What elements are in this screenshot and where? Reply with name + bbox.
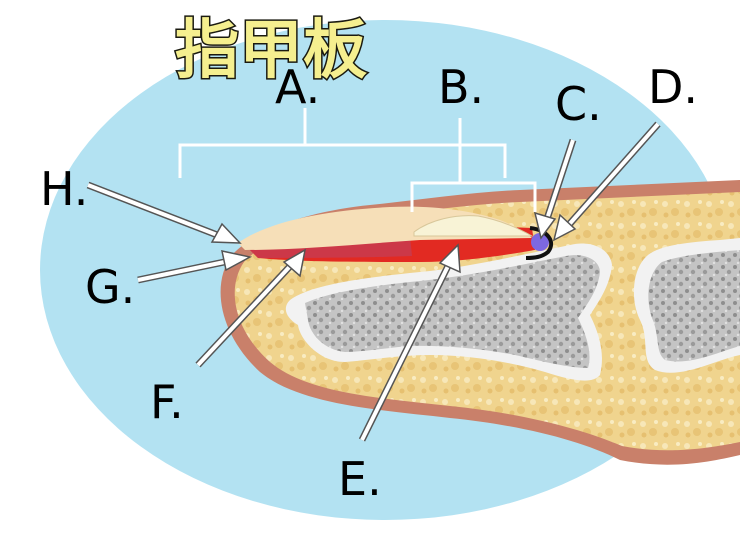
lunula [413,215,534,237]
diagram-title: 指甲板 [175,14,367,88]
bracket-a [178,108,507,178]
label-f: F. [150,375,184,429]
distal-phalanx-bone-core [305,255,600,368]
arrow-f [195,248,307,368]
arrow-g [137,250,253,284]
bracket-b [410,118,537,212]
label-a: A. [275,60,320,114]
label-g: G. [85,260,135,314]
label-e: E. [338,452,382,506]
arrow-d [552,121,661,242]
label-h: H. [40,162,88,216]
middle-phalanx-bone-core [648,250,740,362]
nail-matrix-dot [531,233,549,251]
label-d: D. [648,60,698,114]
label-c: C. [555,77,602,131]
arrow-e [358,243,461,442]
arrow-h [86,181,242,244]
label-b: B. [438,60,484,114]
arrow-c [533,138,577,240]
